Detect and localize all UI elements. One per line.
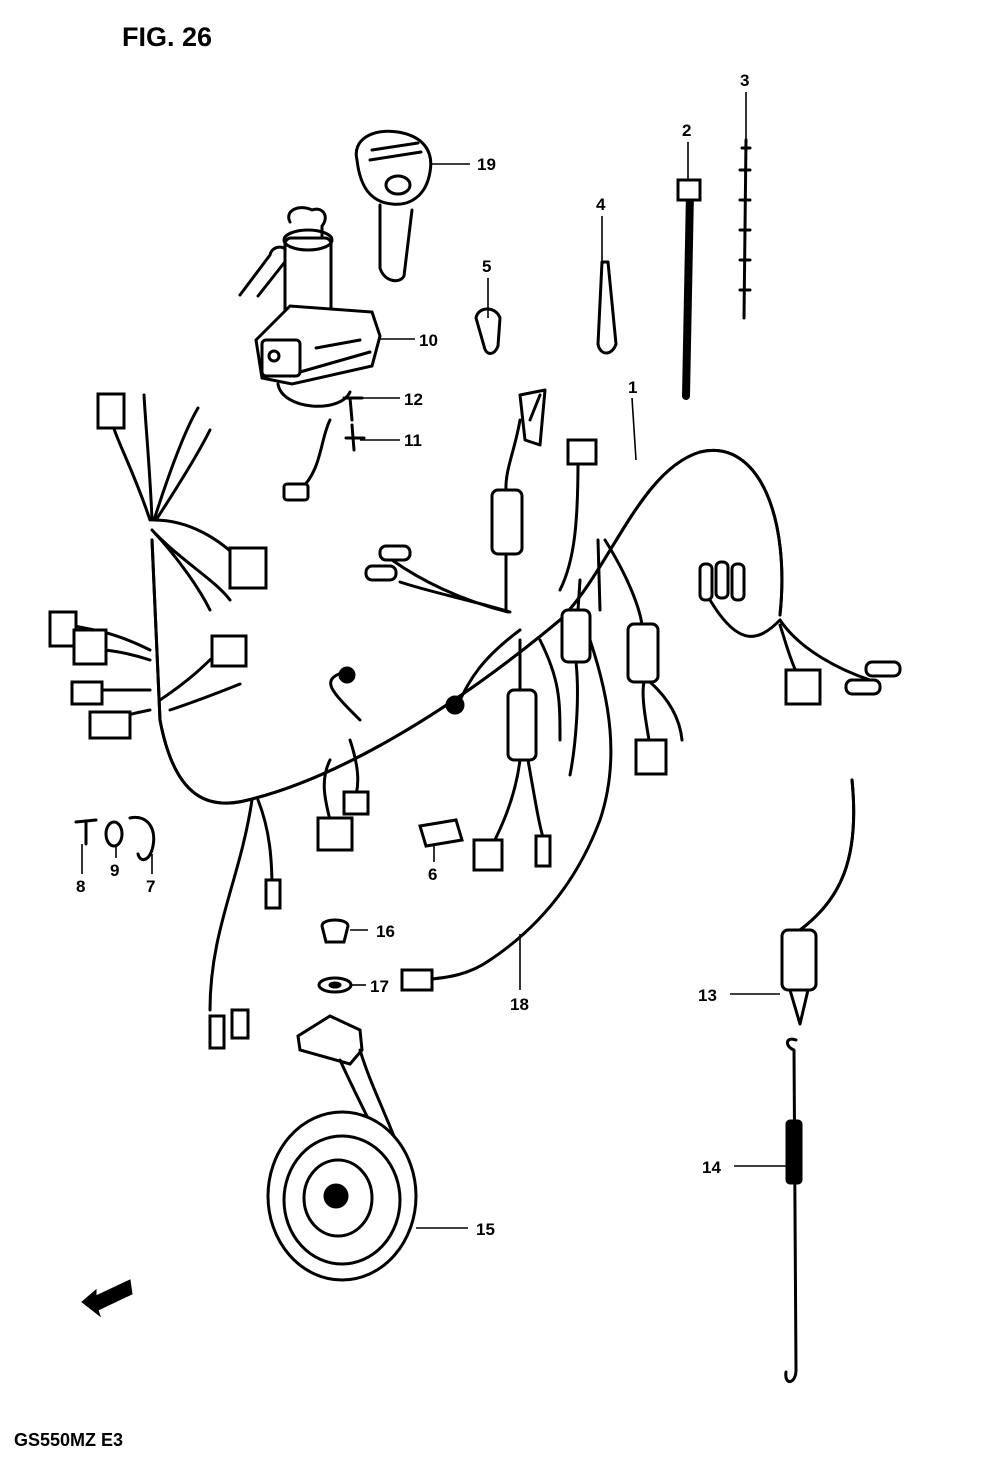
callout-3: 3 — [740, 71, 749, 90]
model-code: GS550MZ E3 — [14, 1430, 123, 1450]
callout-15: 15 — [476, 1220, 495, 1239]
clamp-drawing — [418, 818, 464, 848]
callout-1: 1 — [628, 378, 637, 397]
callout-numbers: 19 10 12 11 5 4 2 3 1 6 8 9 7 16 17 18 1… — [76, 71, 749, 1239]
callout-6: 6 — [428, 865, 437, 884]
callout-13: 13 — [698, 986, 717, 1005]
callout-5: 5 — [482, 257, 491, 276]
callout-2: 2 — [682, 121, 691, 140]
callout-8: 8 — [76, 877, 85, 896]
grommet-washer-drawing — [317, 918, 353, 994]
callout-19: 19 — [477, 155, 496, 174]
horn-drawing — [266, 1014, 418, 1282]
callout-17: 17 — [370, 977, 389, 996]
callout-14: 14 — [702, 1158, 721, 1177]
callout-16: 16 — [376, 922, 395, 941]
cable-ties-drawing — [474, 138, 752, 400]
ignition-switch-drawing — [238, 206, 382, 408]
figure-title: FIG. 26 — [122, 22, 212, 52]
key-drawing — [354, 129, 433, 283]
main-wiring-harness-drawing — [48, 388, 902, 1050]
switch-screws-drawing — [282, 396, 366, 502]
callout-11: 11 — [404, 431, 422, 450]
front-direction-arrow-icon — [81, 1279, 133, 1318]
callout-18: 18 — [510, 995, 529, 1014]
callout-7: 7 — [146, 877, 155, 896]
switch-and-spring-drawing — [780, 778, 856, 1383]
callout-9: 9 — [110, 861, 119, 880]
callout-leaders — [81, 92, 786, 1229]
bolt-washer-clip-drawing — [74, 815, 156, 861]
callout-4: 4 — [596, 195, 606, 214]
sub-harness-drawing — [400, 638, 613, 992]
callout-10: 10 — [419, 331, 438, 350]
callout-12: 12 — [404, 390, 423, 409]
